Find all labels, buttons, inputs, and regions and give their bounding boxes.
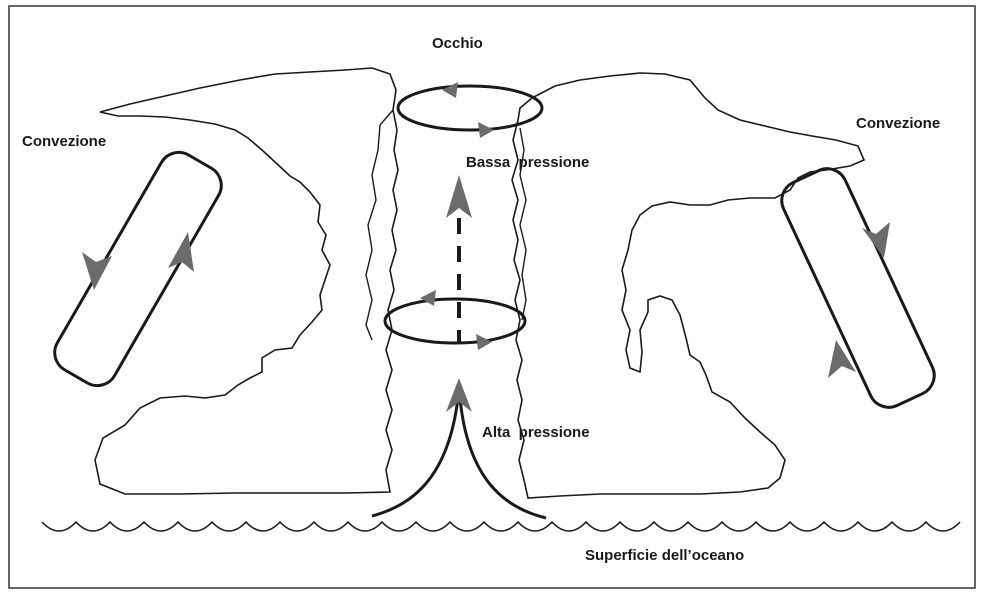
inflow-curve-right <box>460 398 546 518</box>
ring-arrow-bottom-left-icon <box>420 290 436 306</box>
ring-arrow-bottom-right-icon <box>476 334 492 350</box>
convection-right-label: Convezione <box>856 116 940 131</box>
cloud-left <box>95 68 398 494</box>
inflow-curve-left <box>372 398 458 516</box>
convection-right-up-arrow-icon <box>828 340 856 378</box>
rising-arrow-upper-icon <box>446 175 472 218</box>
ring-arrow-top-right-icon <box>478 122 494 138</box>
convection-cell-right <box>775 162 941 414</box>
eye-label: Occhio <box>432 36 483 51</box>
ring-arrow-top-left-icon <box>442 82 458 98</box>
convection-left-up-arrow-icon <box>168 232 194 272</box>
convection-cell-left <box>47 145 228 393</box>
high-pressure-label: Alta pressione <box>482 425 590 440</box>
ocean-surface-label: Superficie dell’oceano <box>585 548 744 563</box>
rising-arrow-lower-icon <box>446 378 472 412</box>
frame-border <box>9 6 975 588</box>
eye-bottom-ring <box>385 299 525 343</box>
convection-left-label: Convezione <box>22 134 106 149</box>
convection-left-down-arrow-icon <box>82 252 112 290</box>
ocean-surface-waves <box>42 522 960 531</box>
low-pressure-label: Bassa pressione <box>466 155 589 170</box>
